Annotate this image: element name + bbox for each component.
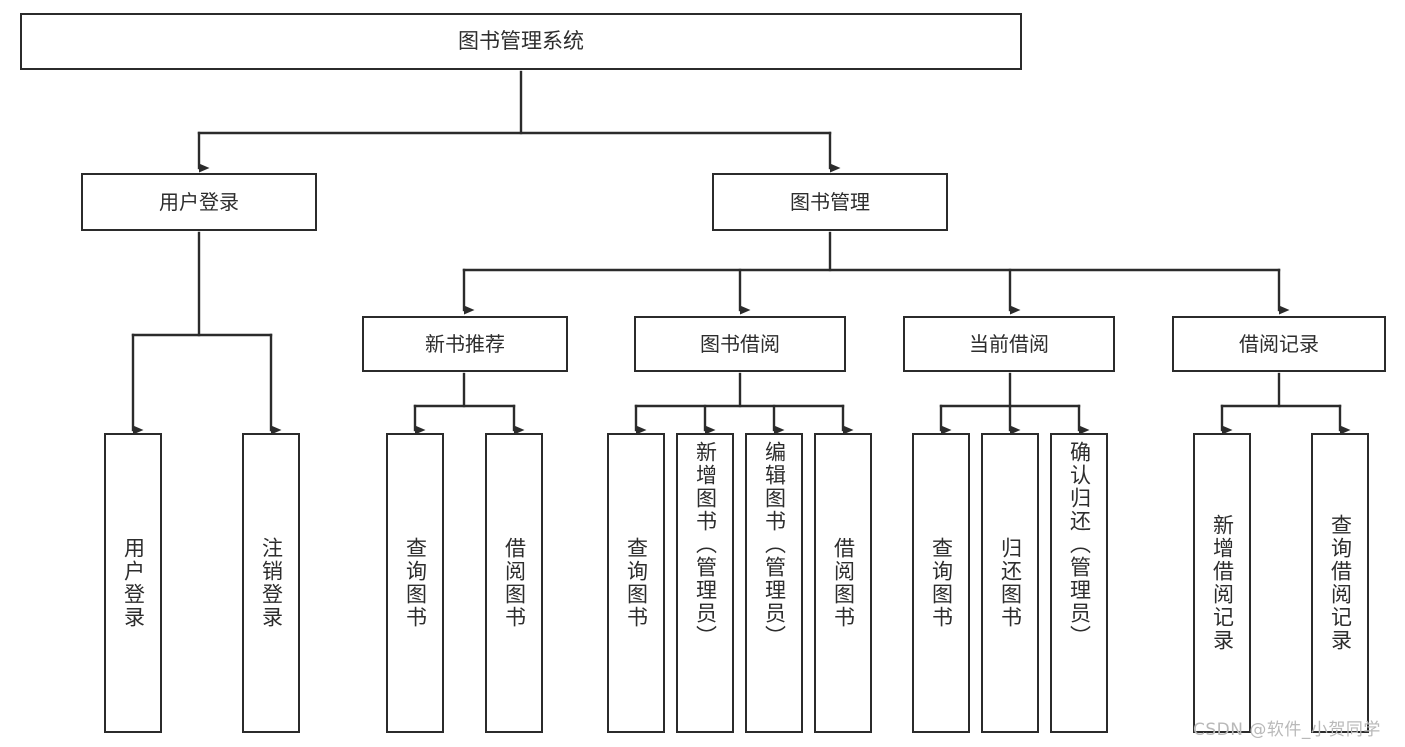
node-new-book-recommend[interactable]: 新书推荐 <box>362 316 568 372</box>
leaf-edit-book-admin[interactable]: 编辑图书（管理员） <box>745 433 803 733</box>
node-label: 图书借阅 <box>700 331 780 356</box>
node-label: 图书管理系统 <box>458 28 584 53</box>
leaf-borrow-book-borrow[interactable]: 借阅图书 <box>814 433 872 733</box>
node-label: 编辑图书（管理员） <box>762 441 787 648</box>
node-label: 查询图书 <box>929 537 954 629</box>
node-label: 用户登录 <box>121 537 146 629</box>
leaf-borrow-book-newbook[interactable]: 借阅图书 <box>485 433 543 733</box>
node-label: 借阅图书 <box>502 537 527 629</box>
node-label: 新增图书（管理员） <box>693 441 718 648</box>
node-label: 新书推荐 <box>425 331 505 356</box>
leaf-query-book-newbook[interactable]: 查询图书 <box>386 433 444 733</box>
node-current-borrow[interactable]: 当前借阅 <box>903 316 1115 372</box>
leaf-query-book-borrow[interactable]: 查询图书 <box>607 433 665 733</box>
node-book-management[interactable]: 图书管理 <box>712 173 948 231</box>
node-root-system[interactable]: 图书管理系统 <box>20 13 1022 70</box>
node-label: 注销登录 <box>259 537 284 629</box>
node-label: 新增借阅记录 <box>1210 514 1235 652</box>
leaf-add-borrow-record[interactable]: 新增借阅记录 <box>1193 433 1251 733</box>
csdn-watermark: CSDN @软件_小贺同学 <box>1193 720 1381 740</box>
node-label: 查询图书 <box>403 537 428 629</box>
leaf-confirm-return-admin[interactable]: 确认归还（管理员） <box>1050 433 1108 733</box>
node-label: 查询图书 <box>624 537 649 629</box>
node-label: 归还图书 <box>998 537 1023 629</box>
node-label: 查询借阅记录 <box>1328 514 1353 652</box>
leaf-add-book-admin[interactable]: 新增图书（管理员） <box>676 433 734 733</box>
leaf-logout[interactable]: 注销登录 <box>242 433 300 733</box>
node-borrow-record[interactable]: 借阅记录 <box>1172 316 1386 372</box>
node-label: 确认归还（管理员） <box>1067 441 1092 648</box>
node-label: 当前借阅 <box>969 331 1049 356</box>
leaf-user-login[interactable]: 用户登录 <box>104 433 162 733</box>
node-user-login[interactable]: 用户登录 <box>81 173 317 231</box>
node-label: 用户登录 <box>159 189 239 214</box>
leaf-return-book[interactable]: 归还图书 <box>981 433 1039 733</box>
node-label: 图书管理 <box>790 189 870 214</box>
node-label: 借阅图书 <box>831 537 856 629</box>
node-book-borrow[interactable]: 图书借阅 <box>634 316 846 372</box>
node-label: 借阅记录 <box>1239 331 1319 356</box>
leaf-query-book-current[interactable]: 查询图书 <box>912 433 970 733</box>
leaf-query-borrow-record[interactable]: 查询借阅记录 <box>1311 433 1369 733</box>
